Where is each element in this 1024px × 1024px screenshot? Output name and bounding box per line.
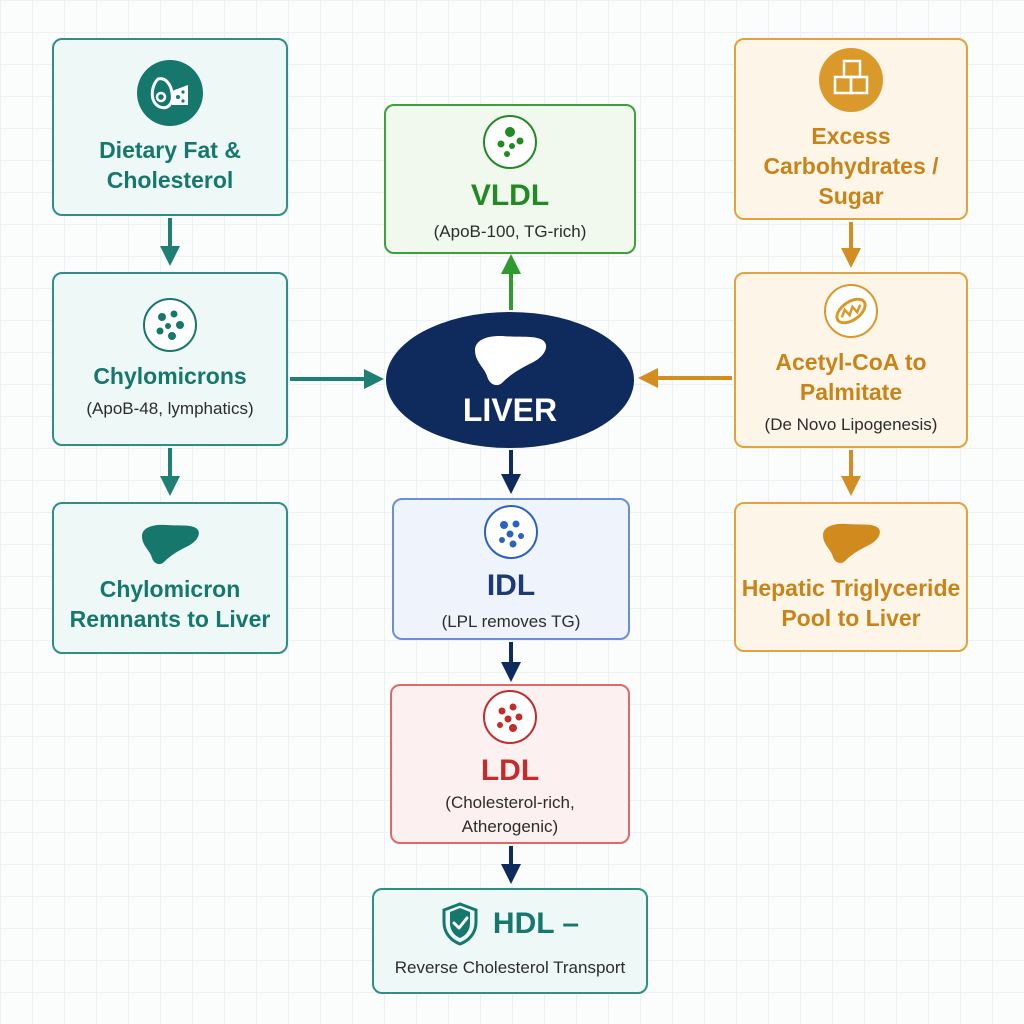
hdl-title: HDL – xyxy=(492,907,580,940)
remnants-title-line1: Chylomicron xyxy=(99,576,241,602)
node-liver: LIVER xyxy=(386,312,634,448)
liver-icon xyxy=(823,523,880,564)
liver-title: LIVER xyxy=(462,392,558,428)
hdl-subtitle: Reverse Cholesterol Transport xyxy=(394,958,626,977)
dietary-title-line2: Cholesterol xyxy=(106,167,234,193)
idl-title: IDL xyxy=(486,569,536,602)
acetyl-subtitle: (De Novo Lipogenesis) xyxy=(764,415,938,434)
node-chylomicron-remnants: Chylomicron Remnants to Liver xyxy=(52,502,288,654)
hepatic-title-line1: Hepatic Triglyceride xyxy=(741,575,961,601)
liver-icon xyxy=(475,336,547,386)
ldl-subtitle-line2: Atherogenic) xyxy=(461,817,559,836)
vldl-subtitle: (ApoB-100, TG-rich) xyxy=(433,222,587,241)
node-idl: IDL (LPL removes TG) xyxy=(392,498,630,640)
mitochondria-icon xyxy=(824,284,878,338)
node-chylomicrons: Chylomicrons (ApoB-48, lymphatics) xyxy=(52,272,288,446)
ldl-title: LDL xyxy=(480,754,540,787)
particles-icon xyxy=(483,115,537,169)
idl-subtitle: (LPL removes TG) xyxy=(441,612,581,631)
liver-icon xyxy=(142,524,199,565)
node-hdl: HDL – Reverse Cholesterol Transport xyxy=(372,888,648,994)
avocado-cheese-icon xyxy=(137,60,203,126)
node-ldl: LDL (Cholesterol-rich, Atherogenic) xyxy=(390,684,630,844)
carbs-title-line3: Sugar xyxy=(818,183,884,209)
sugar-cubes-icon xyxy=(819,48,883,112)
chylomicrons-subtitle: (ApoB-48, lymphatics) xyxy=(86,399,254,418)
vldl-title: VLDL xyxy=(470,179,550,212)
node-vldl: VLDL (ApoB-100, TG-rich) xyxy=(384,104,636,254)
dietary-title-line1: Dietary Fat & xyxy=(99,137,241,163)
acetyl-title-line1: Acetyl-CoA to xyxy=(775,349,927,375)
remnants-title-line2: Remnants to Liver xyxy=(69,606,271,632)
carbs-title-line1: Excess xyxy=(811,123,891,149)
particles-icon xyxy=(143,298,197,352)
shield-check-icon xyxy=(442,902,478,946)
particles-icon xyxy=(483,690,537,744)
ldl-subtitle-line1: (Cholesterol-rich, xyxy=(445,793,575,812)
carbs-title-line2: Carbohydrates / xyxy=(763,153,939,179)
acetyl-title-line2: Palmitate xyxy=(799,379,903,405)
hepatic-title-line2: Pool to Liver xyxy=(781,605,921,631)
chylomicrons-title: Chylomicrons xyxy=(93,363,247,389)
node-dietary-fat: Dietary Fat & Cholesterol xyxy=(52,38,288,216)
node-hepatic-triglyceride: Hepatic Triglyceride Pool to Liver xyxy=(734,502,968,652)
node-acetyl-coa: Acetyl-CoA to Palmitate (De Novo Lipogen… xyxy=(734,272,968,448)
node-excess-carbohydrates: Excess Carbohydrates / Sugar xyxy=(734,38,968,220)
particles-icon xyxy=(484,505,538,559)
